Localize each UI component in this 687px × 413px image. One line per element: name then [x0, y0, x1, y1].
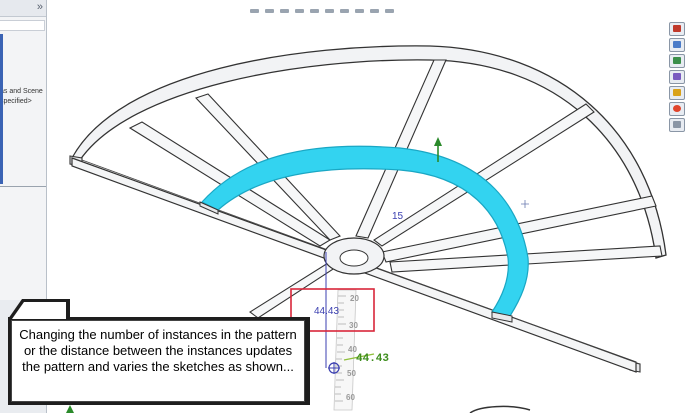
bottom-green-marker [66, 405, 74, 413]
distance-dimension-label[interactable]: 44.43 [314, 306, 339, 317]
section-view-icon[interactable] [669, 86, 685, 100]
display-style-icon[interactable] [669, 38, 685, 52]
toolbar-btn-9[interactable] [370, 9, 379, 13]
toolbar-btn-4[interactable] [295, 9, 304, 13]
origin-crosshair [521, 200, 529, 208]
heads-up-toolbar[interactable] [250, 0, 490, 13]
toolbar-btn-3[interactable] [280, 9, 289, 13]
callout-message: Changing the number of instances in the … [19, 327, 297, 374]
realview-icon[interactable] [669, 102, 685, 116]
ruler-tick-20: 20 [350, 294, 359, 303]
center-hub[interactable] [323, 237, 385, 275]
panel-header: » [0, 0, 46, 17]
green-direction-arrow[interactable] [434, 137, 442, 162]
move-cursor-icon [328, 362, 340, 374]
expand-chevron-icon[interactable]: » [36, 1, 43, 13]
appearance-icon[interactable] [669, 70, 685, 84]
scene-icon[interactable] [669, 54, 685, 68]
distance-ruler[interactable]: 20 30 40 50 60 [333, 289, 375, 411]
toolbar-btn-10[interactable] [385, 9, 394, 13]
toolbar-btn-7[interactable] [340, 9, 349, 13]
tree-item-material[interactable]: specified> [0, 98, 32, 105]
bottom-edge-arc [469, 405, 531, 413]
ruler-tick-30: 30 [349, 321, 358, 330]
callout-body: Changing the number of instances in the … [11, 320, 305, 402]
inner-arc-right-end [491, 311, 513, 323]
toolbar-btn-1[interactable] [250, 9, 259, 13]
panel-selection-edge [0, 34, 3, 184]
tree-item-lights-scene[interactable]: as and Scene [0, 88, 43, 95]
tutorial-callout: Changing the number of instances in the … [8, 299, 310, 405]
callout-fold-corner [8, 299, 70, 319]
task-pane-toolbar[interactable] [669, 22, 685, 134]
view-orientation-icon[interactable] [669, 22, 685, 36]
panel-filter-field[interactable] [0, 20, 45, 31]
ruler-tick-40: 40 [348, 345, 357, 354]
ruler-tick-50: 50 [347, 369, 356, 378]
task-pane-icon[interactable] [669, 118, 685, 132]
ruler-current-value: 44.43 [356, 353, 389, 365]
outer-frame-rim[interactable] [71, 45, 667, 259]
toolbar-btn-5[interactable] [310, 9, 319, 13]
toolbar-btn-6[interactable] [325, 9, 334, 13]
ruler-tick-60: 60 [346, 393, 355, 402]
inner-arc-left-end [199, 201, 219, 215]
toolbar-btn-2[interactable] [265, 9, 274, 13]
dimension-selection-box[interactable] [290, 288, 375, 332]
panel-divider [0, 186, 46, 187]
toolbar-btn-8[interactable] [355, 9, 364, 13]
spoke-upper-right [373, 103, 595, 247]
angle-dimension-label[interactable]: 15 [392, 211, 404, 222]
ruler-value-marker [343, 353, 375, 361]
